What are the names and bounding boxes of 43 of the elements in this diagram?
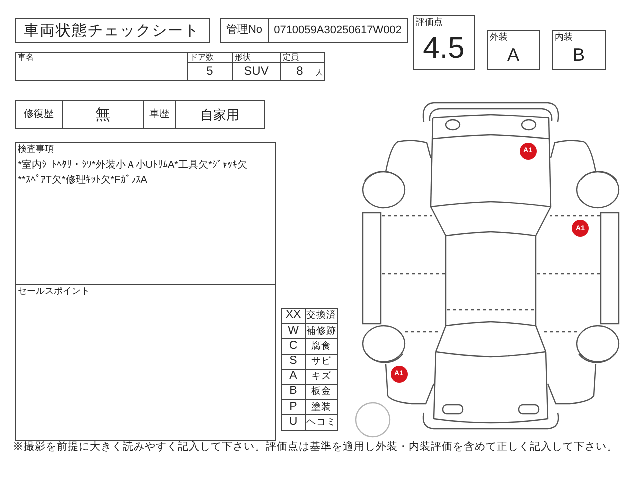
meaning-cell: ヘコミ (305, 414, 338, 431)
grade-value: A (508, 46, 520, 64)
meaning-cell: 補修跡 (305, 323, 338, 340)
code-cell: XX (281, 308, 306, 324)
id-number: 0710059A30250617W002 (274, 25, 402, 36)
score-box (413, 15, 475, 70)
field-value: 8 (296, 65, 304, 77)
field-label: 車名 (18, 54, 34, 62)
notes-box (15, 284, 276, 441)
field-label: 定員 (281, 53, 324, 63)
field-label: 内装 (555, 33, 573, 42)
code-cell: U (281, 414, 306, 431)
field-label: セールスポイント (18, 287, 90, 296)
notes-text: *室内ｼｰﾄﾍﾀﾘ・ｼﾜ*外装小Ａ小UﾄﾘﾑA*工具欠*ｼﾞｬｯｷ欠**ｽﾍﾟｱT欠*修理ｷｯﾄ欠*FｶﾞﾗｽA (18, 159, 248, 188)
meaning-cell: 交換済 (305, 308, 338, 324)
damage-marker (572, 220, 589, 237)
damage-marker (520, 142, 536, 160)
history-box (143, 100, 265, 129)
field-value: SUV (244, 65, 269, 77)
spec-box (232, 52, 281, 81)
sheet-title: 車両状態チェックシート (24, 23, 200, 38)
field-value: 自家用 (200, 108, 240, 121)
grade-box (552, 30, 606, 70)
spec-box (187, 52, 233, 81)
footnote: ※撮影を前提に大きく読みやすく記入して下さい。評価点は基準を適用し外装・内装評価を含めて正しく記入して下さい。 (13, 442, 618, 452)
field-label: 外装 (490, 33, 508, 42)
field-label: 車歴 (144, 101, 176, 128)
notes-box (15, 142, 276, 285)
name-box (15, 52, 188, 81)
score-value: 4.5 (423, 34, 465, 64)
field-label: 検査事項 (18, 145, 54, 154)
id-box (220, 18, 408, 43)
history-box (15, 100, 144, 129)
field-label: 修復歴 (16, 101, 63, 128)
field-value: 5 (206, 65, 214, 77)
grade-box (487, 30, 540, 70)
title-box (15, 18, 210, 43)
damage-marker (390, 366, 408, 382)
field-value: 無 (96, 107, 110, 122)
grade-value: B (573, 46, 585, 64)
spec-box (280, 52, 325, 81)
field-label: 管理No (221, 19, 269, 42)
field-label: 評価点 (416, 18, 443, 27)
